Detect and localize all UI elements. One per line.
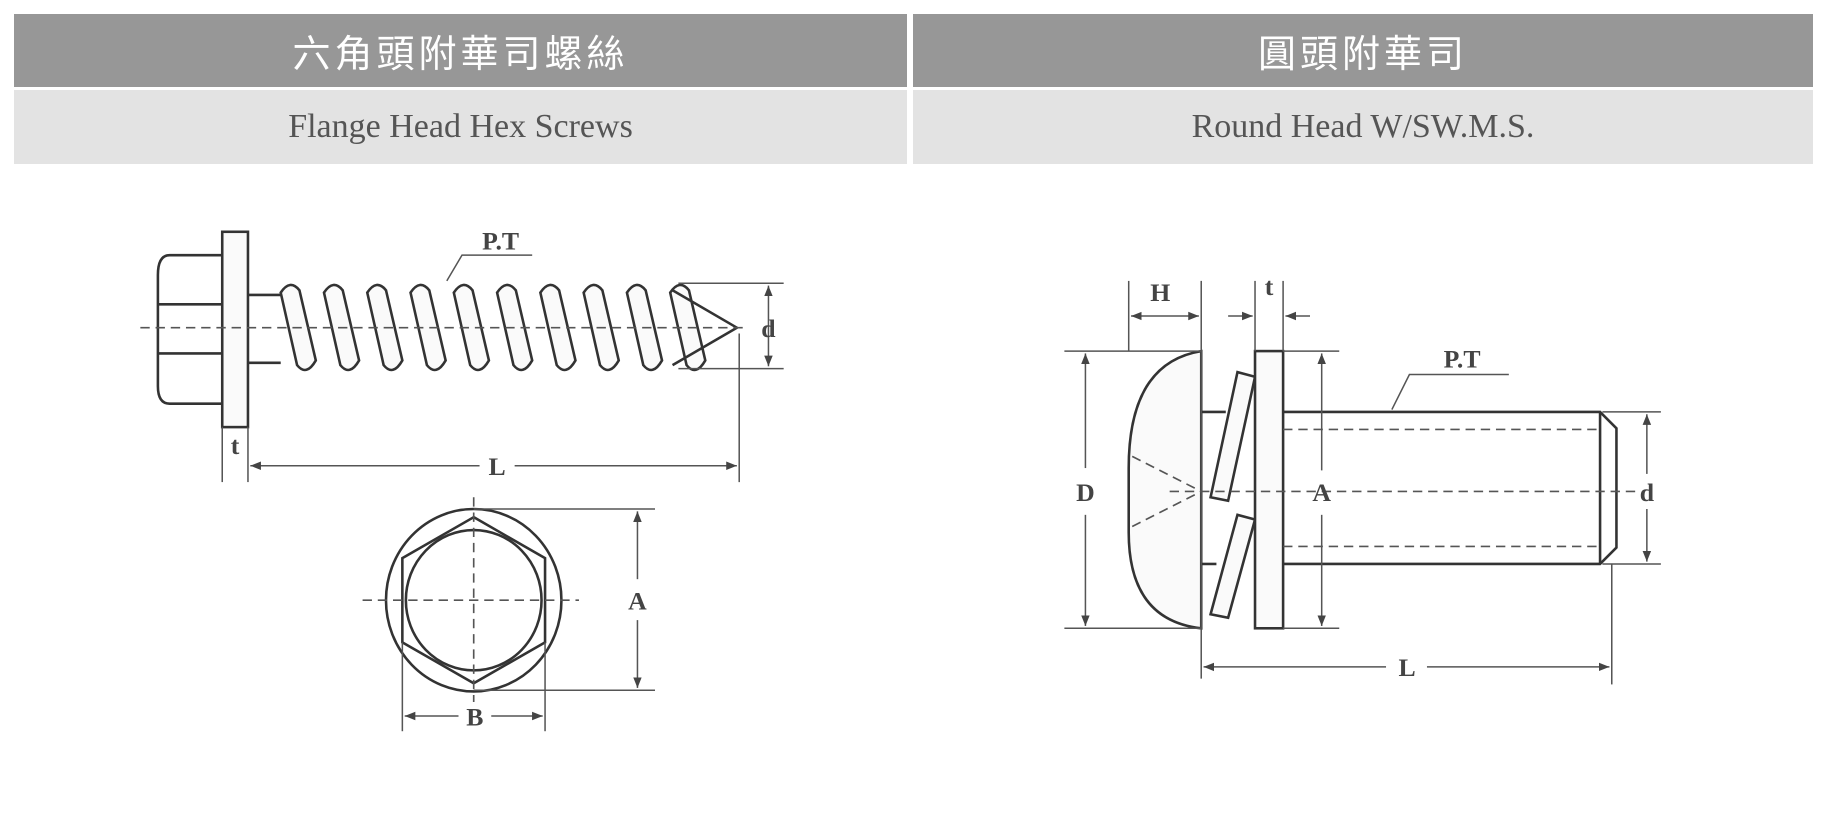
label-pt: P.T	[482, 226, 519, 255]
dim-label-D: D	[1076, 478, 1095, 507]
dim-label-H: H	[1150, 278, 1170, 307]
column-header-en-flange-hex: Flange Head Hex Screws	[14, 90, 907, 164]
dim-label-A: A	[628, 587, 647, 616]
flange-hex-screw-side-view: d L t P.T	[140, 226, 784, 483]
dim-label-L: L	[489, 452, 506, 481]
dim-label-d: d	[1640, 478, 1655, 507]
dim-label-t: t	[231, 431, 240, 460]
flange-hex-screw-end-view: A B	[362, 497, 655, 731]
column-header-en-round-head: Round Head W/SW.M.S.	[913, 90, 1813, 164]
dim-label-A: A	[1312, 478, 1331, 507]
label-pt: P.T	[1444, 344, 1481, 373]
dim-label-d: d	[761, 314, 776, 343]
column-header-zh-round-head: 圓頭附華司	[913, 14, 1813, 87]
dim-label-L: L	[1399, 653, 1416, 682]
column-header-zh-flange-hex: 六角頭附華司螺絲	[14, 14, 907, 87]
dim-label-B: B	[466, 702, 483, 731]
round-head-screw-drawing: D H t A d L P.T	[1064, 272, 1661, 685]
dim-label-t: t	[1265, 272, 1274, 301]
